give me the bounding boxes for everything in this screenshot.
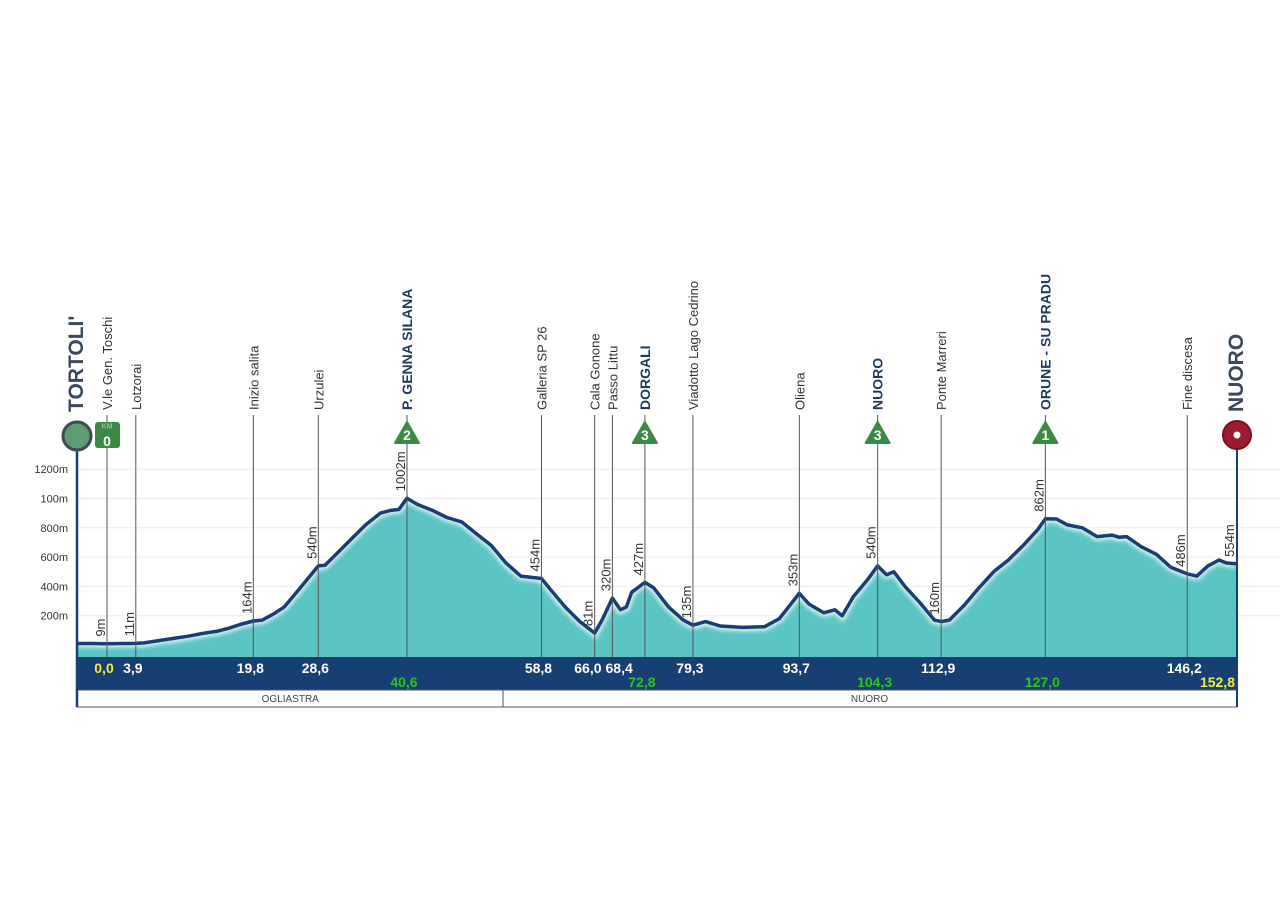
waypoint-labels: V.le Gen. Toschi 9m 0,0 Lotzorai 11m 3,9 Inizi…	[93, 274, 1237, 690]
elevation-label: 1002m	[393, 451, 408, 491]
km-label: 127,0	[1025, 674, 1060, 690]
km0-badge	[95, 422, 120, 448]
km-label: 72,8	[628, 674, 655, 690]
waypoint-name: Fine discesa	[1180, 336, 1195, 410]
climb-category-label: 2	[403, 427, 411, 443]
waypoint-name: Galleria SP 26	[534, 326, 549, 410]
waypoint-name: Oliena	[792, 372, 807, 410]
waypoint-name: Inizio salita	[246, 345, 261, 410]
profile-line	[77, 496, 1237, 646]
climb-category-icon	[631, 421, 658, 444]
profile-fill	[77, 498, 1236, 657]
waypoint-name: Ponte Marreri	[934, 331, 949, 410]
region-label: NUORO	[851, 694, 888, 705]
start-city-name: TORTOLI'	[65, 316, 88, 412]
km-label: 79,3	[676, 660, 703, 676]
profile-area	[77, 492, 1237, 657]
km-label: 58,8	[525, 660, 552, 676]
finish-city-name: NUORO	[1225, 334, 1248, 412]
elevation-label: 540m	[864, 526, 879, 559]
waypoint-name: Passo Littu	[605, 346, 620, 410]
y-tick-label: 800m	[40, 523, 68, 535]
km-label: 40,6	[390, 674, 417, 690]
elevation-label: 454m	[527, 539, 542, 572]
y-axis: 200m 400m 600m 800m 100m 1200m	[34, 464, 68, 623]
elevation-label: 486m	[1173, 534, 1188, 567]
region-bar: OGLIASTRA NUORO	[76, 689, 1238, 708]
climb-category-label: 3	[641, 427, 649, 443]
region-bar-bg	[76, 689, 1238, 708]
elevation-label: 353m	[785, 554, 800, 587]
climb-category-icon	[393, 421, 420, 444]
km-label: 28,6	[302, 660, 329, 676]
waypoint-name: DORGALI	[637, 345, 653, 410]
elevation-label: 11m	[122, 612, 137, 636]
waypoint-name: V.le Gen. Toschi	[100, 317, 115, 410]
km-label: 112,9	[921, 660, 955, 676]
km-label: 68,4	[606, 660, 633, 676]
y-tick-label: 600m	[40, 552, 68, 564]
waypoint-lines	[106, 415, 1188, 657]
waypoint-name: Viadotto Lago Cedrino	[686, 281, 701, 410]
km-label: 104,3	[857, 674, 892, 690]
elevation-label: 135m	[679, 586, 694, 619]
elevation-label: 160m	[927, 582, 942, 615]
elevation-label: 164m	[239, 581, 254, 614]
km0-badge-label: KM	[102, 424, 113, 431]
climb-category-label: 1	[1041, 427, 1049, 443]
km-label: 0,0	[94, 660, 114, 676]
km-band	[77, 657, 1237, 690]
elevation-label: 540m	[304, 526, 319, 559]
km-label: 66,0	[574, 660, 601, 676]
start-circle-icon	[61, 420, 93, 452]
waypoint-name: P. GENNA SILANA	[399, 289, 415, 410]
y-tick-label: 400m	[40, 581, 68, 593]
waypoint-name: ORUNE - SU PRADU	[1037, 274, 1053, 410]
km-band-bg	[77, 657, 1237, 690]
elevation-label: 862m	[1031, 479, 1046, 512]
waypoint-name: Lotzorai	[129, 364, 144, 410]
region-label: OGLIASTRA	[262, 694, 320, 705]
km-label: 19,8	[237, 660, 264, 676]
climb-category-label: 3	[874, 427, 882, 443]
y-tick-label: 100m	[40, 494, 68, 506]
elevation-label: 320m	[598, 559, 613, 592]
elevation-label: 81m	[581, 601, 596, 626]
km0-badge-value: 0	[103, 433, 111, 449]
elevation-label: 9m	[93, 619, 108, 637]
km-label: 3,9	[123, 660, 143, 676]
climb-category-icon	[864, 421, 891, 444]
elevation-label: 554m	[1222, 524, 1237, 557]
elevation-label: 427m	[631, 543, 646, 576]
y-tick-label: 200m	[40, 611, 68, 623]
km-label: 152,8	[1200, 674, 1235, 690]
finish-target-center	[1233, 431, 1241, 439]
y-tick-label: 1200m	[34, 464, 68, 476]
waypoint-name: Cala Gonone	[588, 333, 603, 410]
waypoint-name: Urzulei	[311, 369, 326, 410]
climb-category-icon	[1032, 421, 1059, 444]
waypoint-name: NUORO	[870, 358, 886, 410]
km-label: 93,7	[783, 660, 810, 676]
km-label: 146,2	[1167, 660, 1202, 676]
